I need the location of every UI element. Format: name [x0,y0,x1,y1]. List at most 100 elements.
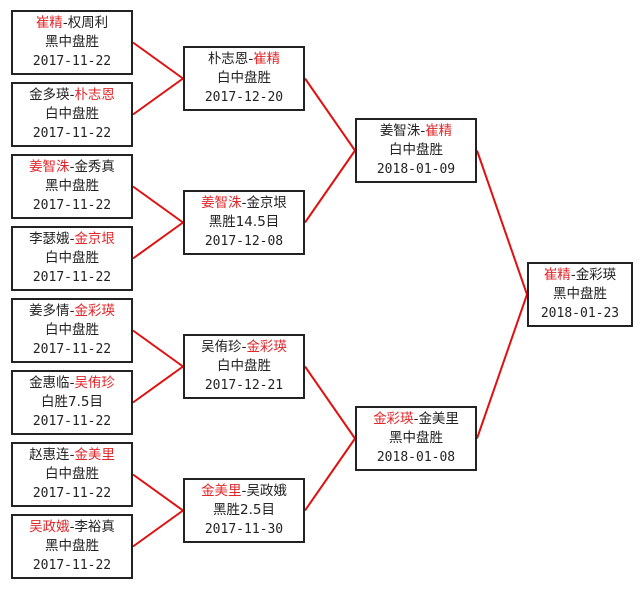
connector-line [304,437,356,512]
match-players: 李瑟娥-金京垠 [13,230,131,249]
player-white: 吴侑珍 [74,375,115,391]
player-black: 崔精 [543,267,571,283]
match-date: 2017-11-22 [32,486,112,501]
connector-line [132,365,184,404]
match-players: 吴政娥-李裕真 [13,518,131,537]
match-date: 2017-12-21 [204,378,284,393]
connector-line [304,149,356,224]
match-box: 吴侑珍-金彩瑛白中盘胜 2017-12-21 [183,334,305,399]
match-date: 2017-11-22 [32,126,112,141]
match-date: 2017-12-20 [204,90,284,105]
connector-line [132,221,184,260]
match-result: 白中盘胜 [45,106,99,122]
player-white: 金彩瑛 [575,267,617,283]
match-result: 白中盘胜 [217,70,271,86]
connector-line [132,185,184,224]
player-black: 姜智洙 [379,123,421,139]
connector-line [132,41,184,80]
match-result: 黑中盘胜 [389,430,443,446]
match-result: 黑中盘胜 [45,34,99,50]
player-white: 金美里 [418,411,459,427]
player-white: 崔精 [425,123,453,139]
player-black: 吴政娥 [29,519,70,535]
separator: - [69,87,75,103]
player-black: 李瑟娥 [29,231,70,247]
match-result: 白胜7.5目 [41,394,103,410]
separator: - [413,411,419,427]
player-black: 吴侑珍 [201,339,242,355]
connector-line [132,473,184,512]
match-result: 黑中盘胜 [45,178,99,194]
player-black: 崔精 [35,15,63,31]
match-box: 崔精-权周利黑中盘胜 2017-11-22 [11,10,133,75]
player-white: 金美里 [74,447,115,463]
match-players: 金惠临-吴侑珍 [13,374,131,393]
match-result: 白中盘胜 [217,358,271,374]
player-white: 崔精 [253,51,281,67]
match-result: 黑胜2.5目 [213,502,275,518]
player-white: 李裕真 [74,519,115,535]
player-black: 姜智洙 [201,195,242,211]
match-date: 2017-12-08 [204,234,284,249]
separator: - [69,159,75,175]
player-black: 金多瑛 [29,87,70,103]
player-black: 朴志恩 [207,51,249,67]
match-box: 姜智洙-金京垠黑胜14.5目 2017-12-08 [183,190,305,255]
player-black: 赵惠连 [29,447,70,463]
player-white: 金彩瑛 [74,303,115,319]
match-date: 2017-11-22 [32,558,112,573]
connector-line [132,329,184,368]
separator: - [241,483,247,499]
player-white: 吴政娥 [246,483,287,499]
player-white: 权周利 [67,15,109,31]
connector-line [304,365,356,440]
match-result: 黑胜14.5目 [208,214,280,230]
match-result: 黑中盘胜 [45,538,99,554]
match-date: 2017-11-22 [32,270,112,285]
connector-line [132,77,184,116]
match-players: 金多瑛-朴志恩 [13,86,131,105]
separator: - [69,303,75,319]
connector-line [132,509,184,548]
separator: - [69,231,75,247]
separator: - [248,51,254,67]
match-players: 金彩瑛-金美里 [357,410,475,429]
connector-line [476,294,528,439]
match-date: 2018-01-23 [540,306,620,321]
player-black: 姜多情 [29,303,70,319]
player-black: 姜智洙 [29,159,70,175]
match-players: 赵惠连-金美里 [13,446,131,465]
match-box: 吴政娥-李裕真黑中盘胜 2017-11-22 [11,514,133,579]
match-players: 姜智洙-金京垠 [185,194,303,213]
match-date: 2018-01-09 [376,162,456,177]
match-result: 白中盘胜 [45,466,99,482]
separator: - [241,195,247,211]
player-white: 金京垠 [74,231,115,247]
match-players: 崔精-金彩瑛 [529,266,631,285]
separator: - [62,15,68,31]
match-players: 金美里-吴政娥 [185,482,303,501]
player-black: 金惠临 [29,375,70,391]
match-players: 朴志恩-崔精 [185,50,303,69]
match-date: 2017-11-30 [204,522,284,537]
match-date: 2017-11-22 [32,54,112,69]
connector-line [476,150,528,295]
separator: - [241,339,247,355]
match-date: 2017-11-22 [32,198,112,213]
player-white: 金彩瑛 [246,339,287,355]
match-date: 2017-11-22 [32,342,112,357]
match-players: 姜多情-金彩瑛 [13,302,131,321]
match-result: 白中盘胜 [389,142,443,158]
player-white: 朴志恩 [74,87,115,103]
player-black: 金美里 [201,483,242,499]
player-black: 金彩瑛 [373,411,414,427]
